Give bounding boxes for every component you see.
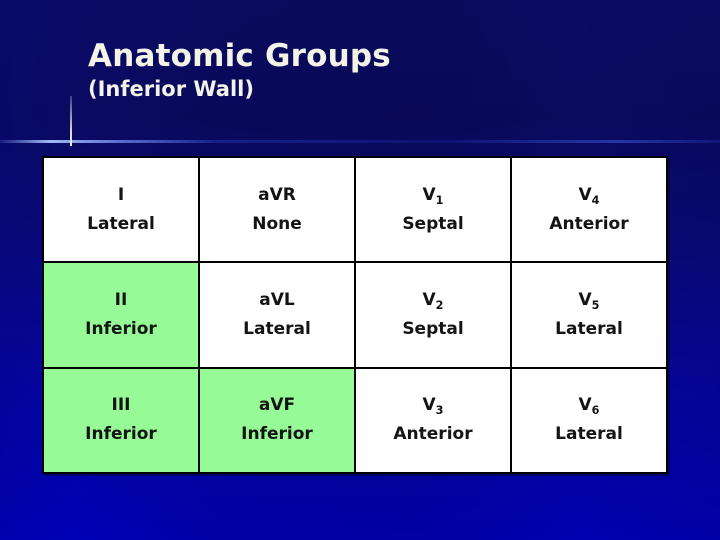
page-subtitle: (Inferior Wall) <box>88 76 254 101</box>
lead-label-subscript: 5 <box>591 298 600 312</box>
lead-label: III <box>111 395 131 416</box>
lead-label-subscript: 6 <box>591 404 600 418</box>
lead-label: V6 <box>578 395 600 418</box>
lead-cell[interactable]: I Lateral <box>42 155 200 264</box>
region-label: Septal <box>402 213 464 234</box>
lead-label: V4 <box>578 184 600 207</box>
lead-label: V3 <box>422 395 444 418</box>
region-label: Lateral <box>555 318 623 339</box>
region-label: Lateral <box>87 213 155 234</box>
title-accent-tick <box>70 96 72 146</box>
lead-cell[interactable]: aVF Inferior <box>198 366 356 475</box>
region-label: Inferior <box>85 424 157 445</box>
region-label: Inferior <box>85 318 157 339</box>
page-title: Anatomic Groups <box>88 38 391 74</box>
lead-cell-content: III Inferior <box>44 369 198 472</box>
lead-label: V2 <box>422 289 444 312</box>
region-label: Lateral <box>243 318 311 339</box>
lead-label: V1 <box>422 184 444 207</box>
lead-cell[interactable]: aVL Lateral <box>198 261 356 369</box>
lead-label-subscript: 2 <box>435 298 444 312</box>
lead-label: I <box>117 184 125 205</box>
lead-cell[interactable]: III Inferior <box>42 366 200 475</box>
lead-cell-content: aVL Lateral <box>200 263 354 366</box>
lead-cell-content: II Inferior <box>44 263 198 366</box>
region-label: Anterior <box>393 424 473 445</box>
region-label: Anterior <box>549 213 629 234</box>
lead-label: II <box>114 289 128 310</box>
lead-cell-content: aVR None <box>200 158 354 261</box>
lead-label-subscript: 1 <box>435 193 444 207</box>
lead-label: aVF <box>258 395 296 416</box>
lead-cell-content: I Lateral <box>44 158 198 261</box>
title-block: Anatomic Groups (Inferior Wall) <box>88 40 391 101</box>
lead-cell[interactable]: II Inferior <box>42 261 200 369</box>
title-divider-rule <box>0 140 720 143</box>
lead-cell[interactable]: aVR None <box>198 155 356 264</box>
region-label: Septal <box>402 318 464 339</box>
lead-label-subscript: 3 <box>435 404 444 418</box>
lead-label-subscript: 4 <box>591 193 600 207</box>
region-label: None <box>252 213 302 234</box>
lead-label: aVL <box>259 289 295 310</box>
region-label: Lateral <box>555 424 623 445</box>
lead-cell-content: aVF Inferior <box>200 369 354 472</box>
lead-label: V5 <box>578 289 600 312</box>
lead-label: aVR <box>258 184 296 205</box>
region-label: Inferior <box>241 424 313 445</box>
